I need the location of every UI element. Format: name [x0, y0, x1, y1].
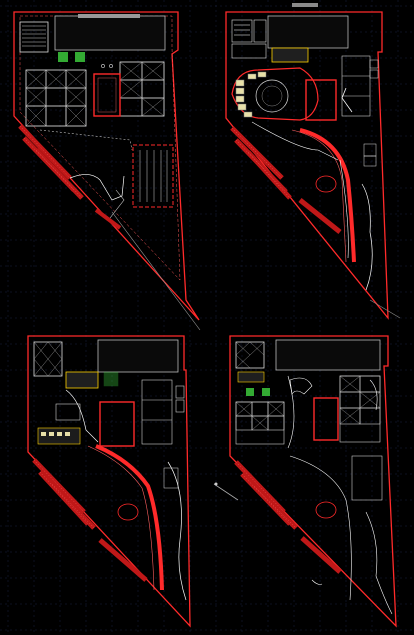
- small-block: [163, 467, 179, 489]
- garden-path: [167, 461, 187, 601]
- stage-circle: [255, 79, 289, 113]
- main-block: [97, 339, 179, 373]
- wall-curve: [341, 87, 353, 113]
- green-marker: [246, 388, 254, 396]
- garden-path: [365, 511, 393, 615]
- roundabout: [117, 503, 139, 521]
- annex-block: [351, 455, 383, 501]
- room-grid: [235, 375, 381, 445]
- court-red: [99, 401, 135, 447]
- site-boundary: [225, 11, 389, 320]
- stair-blocks: [231, 19, 267, 59]
- red-promenade: [299, 128, 356, 263]
- site-boundary: [27, 335, 191, 628]
- lobby-block: [65, 371, 99, 389]
- room-grid: [341, 55, 371, 117]
- garden-path: [339, 159, 349, 259]
- title-mark: [292, 3, 318, 7]
- parking-strip: [98, 538, 148, 582]
- parking-rows: [234, 460, 298, 530]
- small-squares: [363, 59, 379, 167]
- lobby-block: [237, 371, 265, 383]
- dashed-walkway: [39, 129, 133, 151]
- path-line: [65, 389, 99, 443]
- parking-rows: [18, 124, 84, 200]
- annex-lines: [139, 150, 168, 202]
- stair-treads: [22, 25, 46, 47]
- tree-symbol: [311, 579, 323, 585]
- roof-strip: [78, 14, 140, 18]
- path-line: [287, 375, 295, 449]
- green-marker: [262, 388, 270, 396]
- stage-inner: [261, 85, 283, 107]
- parking-strip: [94, 208, 122, 230]
- ramp: [109, 189, 125, 219]
- room-grid: [25, 61, 165, 127]
- red-promenade: [95, 444, 164, 591]
- stair-block: [19, 21, 49, 53]
- north-arrow-head: [214, 482, 218, 486]
- roundabout: [315, 501, 337, 519]
- amphitheater-seats: [235, 71, 267, 118]
- plan-bottom-left[interactable]: [27, 335, 191, 628]
- court-red: [313, 397, 339, 441]
- plan-top-left[interactable]: [13, 11, 201, 331]
- court-red: [93, 73, 121, 117]
- court-inner: [97, 77, 117, 113]
- lobby-block: [271, 47, 309, 63]
- main-block: [54, 15, 166, 51]
- seat-marks: [41, 432, 70, 436]
- green-marker: [58, 52, 68, 62]
- plan-bottom-right[interactable]: [229, 335, 397, 628]
- plan-top-right[interactable]: [225, 3, 401, 320]
- annex-boundary: [132, 144, 174, 208]
- garden-path: [289, 455, 352, 601]
- north-arrow: [213, 483, 239, 501]
- pillars: [101, 64, 113, 68]
- room-grid: [55, 379, 185, 445]
- parking-strip: [298, 198, 342, 234]
- parking-rows: [230, 126, 292, 200]
- main-block: [275, 339, 381, 371]
- cross-hatch: [25, 61, 165, 127]
- cross-hatch: [235, 375, 381, 431]
- edge-line: [369, 299, 401, 319]
- red-promenade-edge: [291, 129, 347, 263]
- road-loop: [69, 174, 125, 201]
- diagonal-road: [111, 211, 201, 331]
- main-block: [267, 15, 349, 49]
- green-marker: [103, 371, 119, 387]
- cross-hatch: [235, 341, 265, 369]
- red-promenade-edge: [87, 445, 155, 591]
- court-red: [305, 79, 337, 121]
- site-boundary: [229, 335, 397, 628]
- garden-path: [361, 183, 373, 291]
- parking-rows: [32, 458, 96, 530]
- roundabout: [315, 175, 337, 193]
- cross-hatch: [33, 341, 63, 377]
- path-line: [251, 121, 339, 161]
- path-line: [289, 377, 313, 395]
- parking-strip: [300, 536, 342, 574]
- green-marker: [75, 52, 85, 62]
- path-line: [369, 379, 378, 411]
